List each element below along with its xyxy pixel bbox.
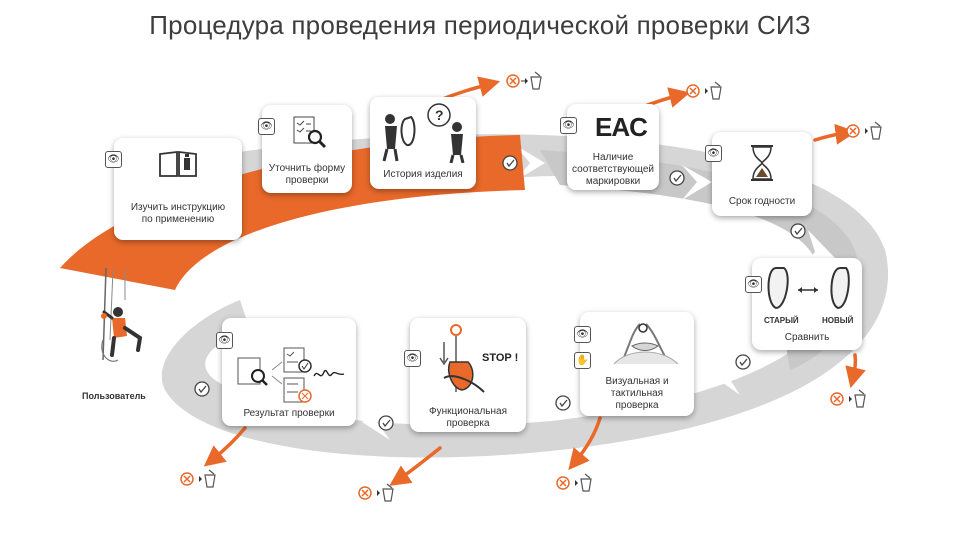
- carabiner-compare-icon: [767, 267, 850, 310]
- step-card-result: 👁 Результат проверки: [216, 318, 356, 426]
- step-card-instructions: 👁 Изучить инструкцию по применению: [105, 138, 242, 240]
- book-info-icon: [159, 150, 197, 177]
- hand-touch-icon: ✋: [574, 352, 591, 369]
- check-icon-group: [194, 155, 806, 431]
- chevron-separator: [537, 385, 565, 420]
- eye-inspect-icon: 👁: [560, 117, 577, 134]
- step-label: Функциональная проверка: [428, 406, 507, 429]
- page-title: Процедура проведения периодической прове…: [149, 10, 811, 40]
- step-card-functional: 👁 STOP ! Функциональная проверка: [404, 318, 526, 432]
- stop-label: STOP !: [482, 352, 519, 364]
- eye-inspect-icon: 👁: [258, 118, 275, 135]
- new-label: НОВЫЙ: [822, 316, 854, 325]
- chevron-separator: [712, 355, 740, 395]
- old-label: СТАРЫЙ: [764, 316, 799, 325]
- step-label: Уточнить форму проверки: [268, 163, 346, 186]
- reject-arrow: [203, 426, 247, 467]
- step-card-visual-tactile: 👁 ✋ Визуальная и тактильная проверка: [574, 312, 694, 416]
- eye-inspect-icon: 👁: [404, 350, 421, 367]
- people-question-icon: ?: [382, 103, 465, 163]
- climber-user-icon: [101, 267, 143, 362]
- checklist-magnifier-icon: [293, 116, 327, 149]
- svg-text:?: ?: [435, 107, 444, 123]
- step-label: Наличие соответствующей маркировки: [572, 152, 654, 187]
- step-label: Визуальная и тактильная проверка: [605, 376, 669, 411]
- step-card-compare: 👁 СТАРЫЙ НОВЫЙ Сравнить: [745, 258, 862, 350]
- eye-inspect-icon: 👁: [705, 145, 722, 162]
- discard-icon-group: [180, 71, 882, 502]
- eye-inspect-icon: 👁: [574, 326, 591, 343]
- descender-stop-icon: [439, 324, 485, 393]
- user-label: Пользователь: [82, 391, 146, 401]
- hourglass-icon: [751, 145, 773, 181]
- eye-inspect-icon: 👁: [745, 276, 762, 293]
- chevron-separator: [362, 405, 390, 440]
- step-label: Срок годности: [728, 196, 796, 207]
- reject-arrow: [813, 123, 857, 145]
- step-label: История изделия: [383, 169, 463, 180]
- reject-arrow: [845, 353, 866, 389]
- step-card-history: ? История изделия: [370, 97, 476, 189]
- step-card-check-form: 👁 Уточнить форму проверки: [258, 105, 352, 193]
- rope-knot-icon: [613, 323, 679, 365]
- documents-result-icon: [237, 347, 345, 403]
- step-label: Результат проверки: [243, 408, 335, 419]
- reject-arrow: [568, 416, 602, 471]
- step-card-expiry: 👁 Срок годности: [705, 132, 812, 216]
- chevron-separator: [682, 165, 712, 200]
- step-label: Сравнить: [784, 332, 830, 343]
- eye-inspect-icon: 👁: [105, 151, 122, 168]
- step-card-marking: 👁 EAC Наличие соответствующей маркировки: [560, 104, 659, 190]
- eye-inspect-icon: 👁: [216, 332, 233, 349]
- eac-mark-icon: EAC: [595, 112, 648, 142]
- step-label: Изучить инструкцию по применению: [130, 202, 226, 225]
- reject-arrow: [389, 446, 442, 486]
